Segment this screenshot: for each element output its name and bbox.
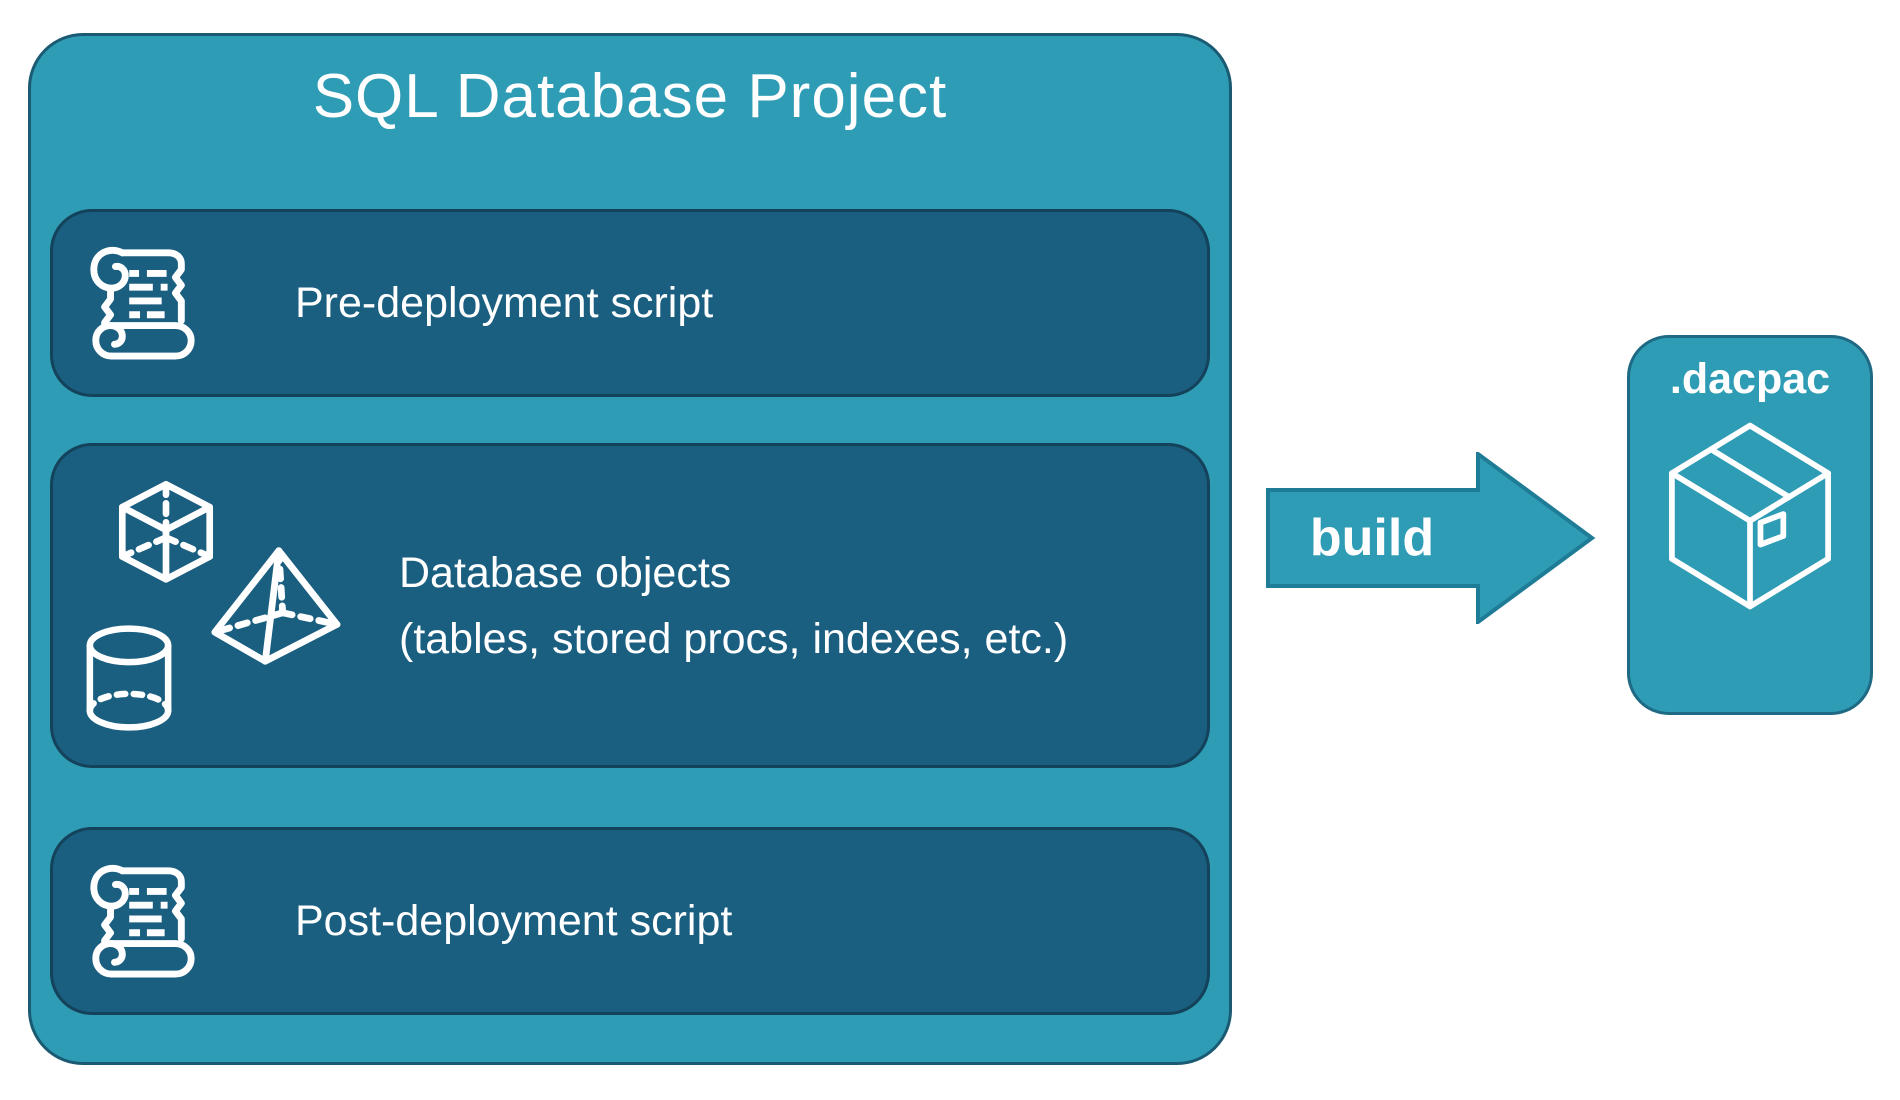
cylinder-icon [86,625,172,731]
scroll-icon [90,246,195,360]
package-icon [1669,422,1831,610]
build-arrow-icon [1266,452,1596,624]
pyramid-icon [211,547,341,665]
database-objects-line1: Database objects [399,548,732,597]
panel-post-deployment-label: Post-deployment script [295,897,733,945]
panel-database-objects: Database objects (tables, stored procs, … [50,443,1210,768]
cube-icon [118,480,214,583]
panel-pre-deployment-label: Pre-deployment script [295,279,714,327]
dacpac-label: .dacpac [1669,355,1831,403]
build-arrow-label: build [1309,509,1435,567]
scroll-icon [90,864,195,978]
panel-post-deployment: Post-deployment script [50,827,1210,1015]
dacpac-box: .dacpac [1627,335,1873,715]
panel-pre-deployment: Pre-deployment script [50,209,1210,397]
sql-database-project-box: SQL Database Project Pre-deployment scri… [28,33,1232,1065]
panel-database-objects-label: Database objects (tables, stored procs, … [399,446,1068,765]
project-title: SQL Database Project [312,62,948,131]
database-objects-line2: (tables, stored procs, indexes, etc.) [399,614,1069,663]
